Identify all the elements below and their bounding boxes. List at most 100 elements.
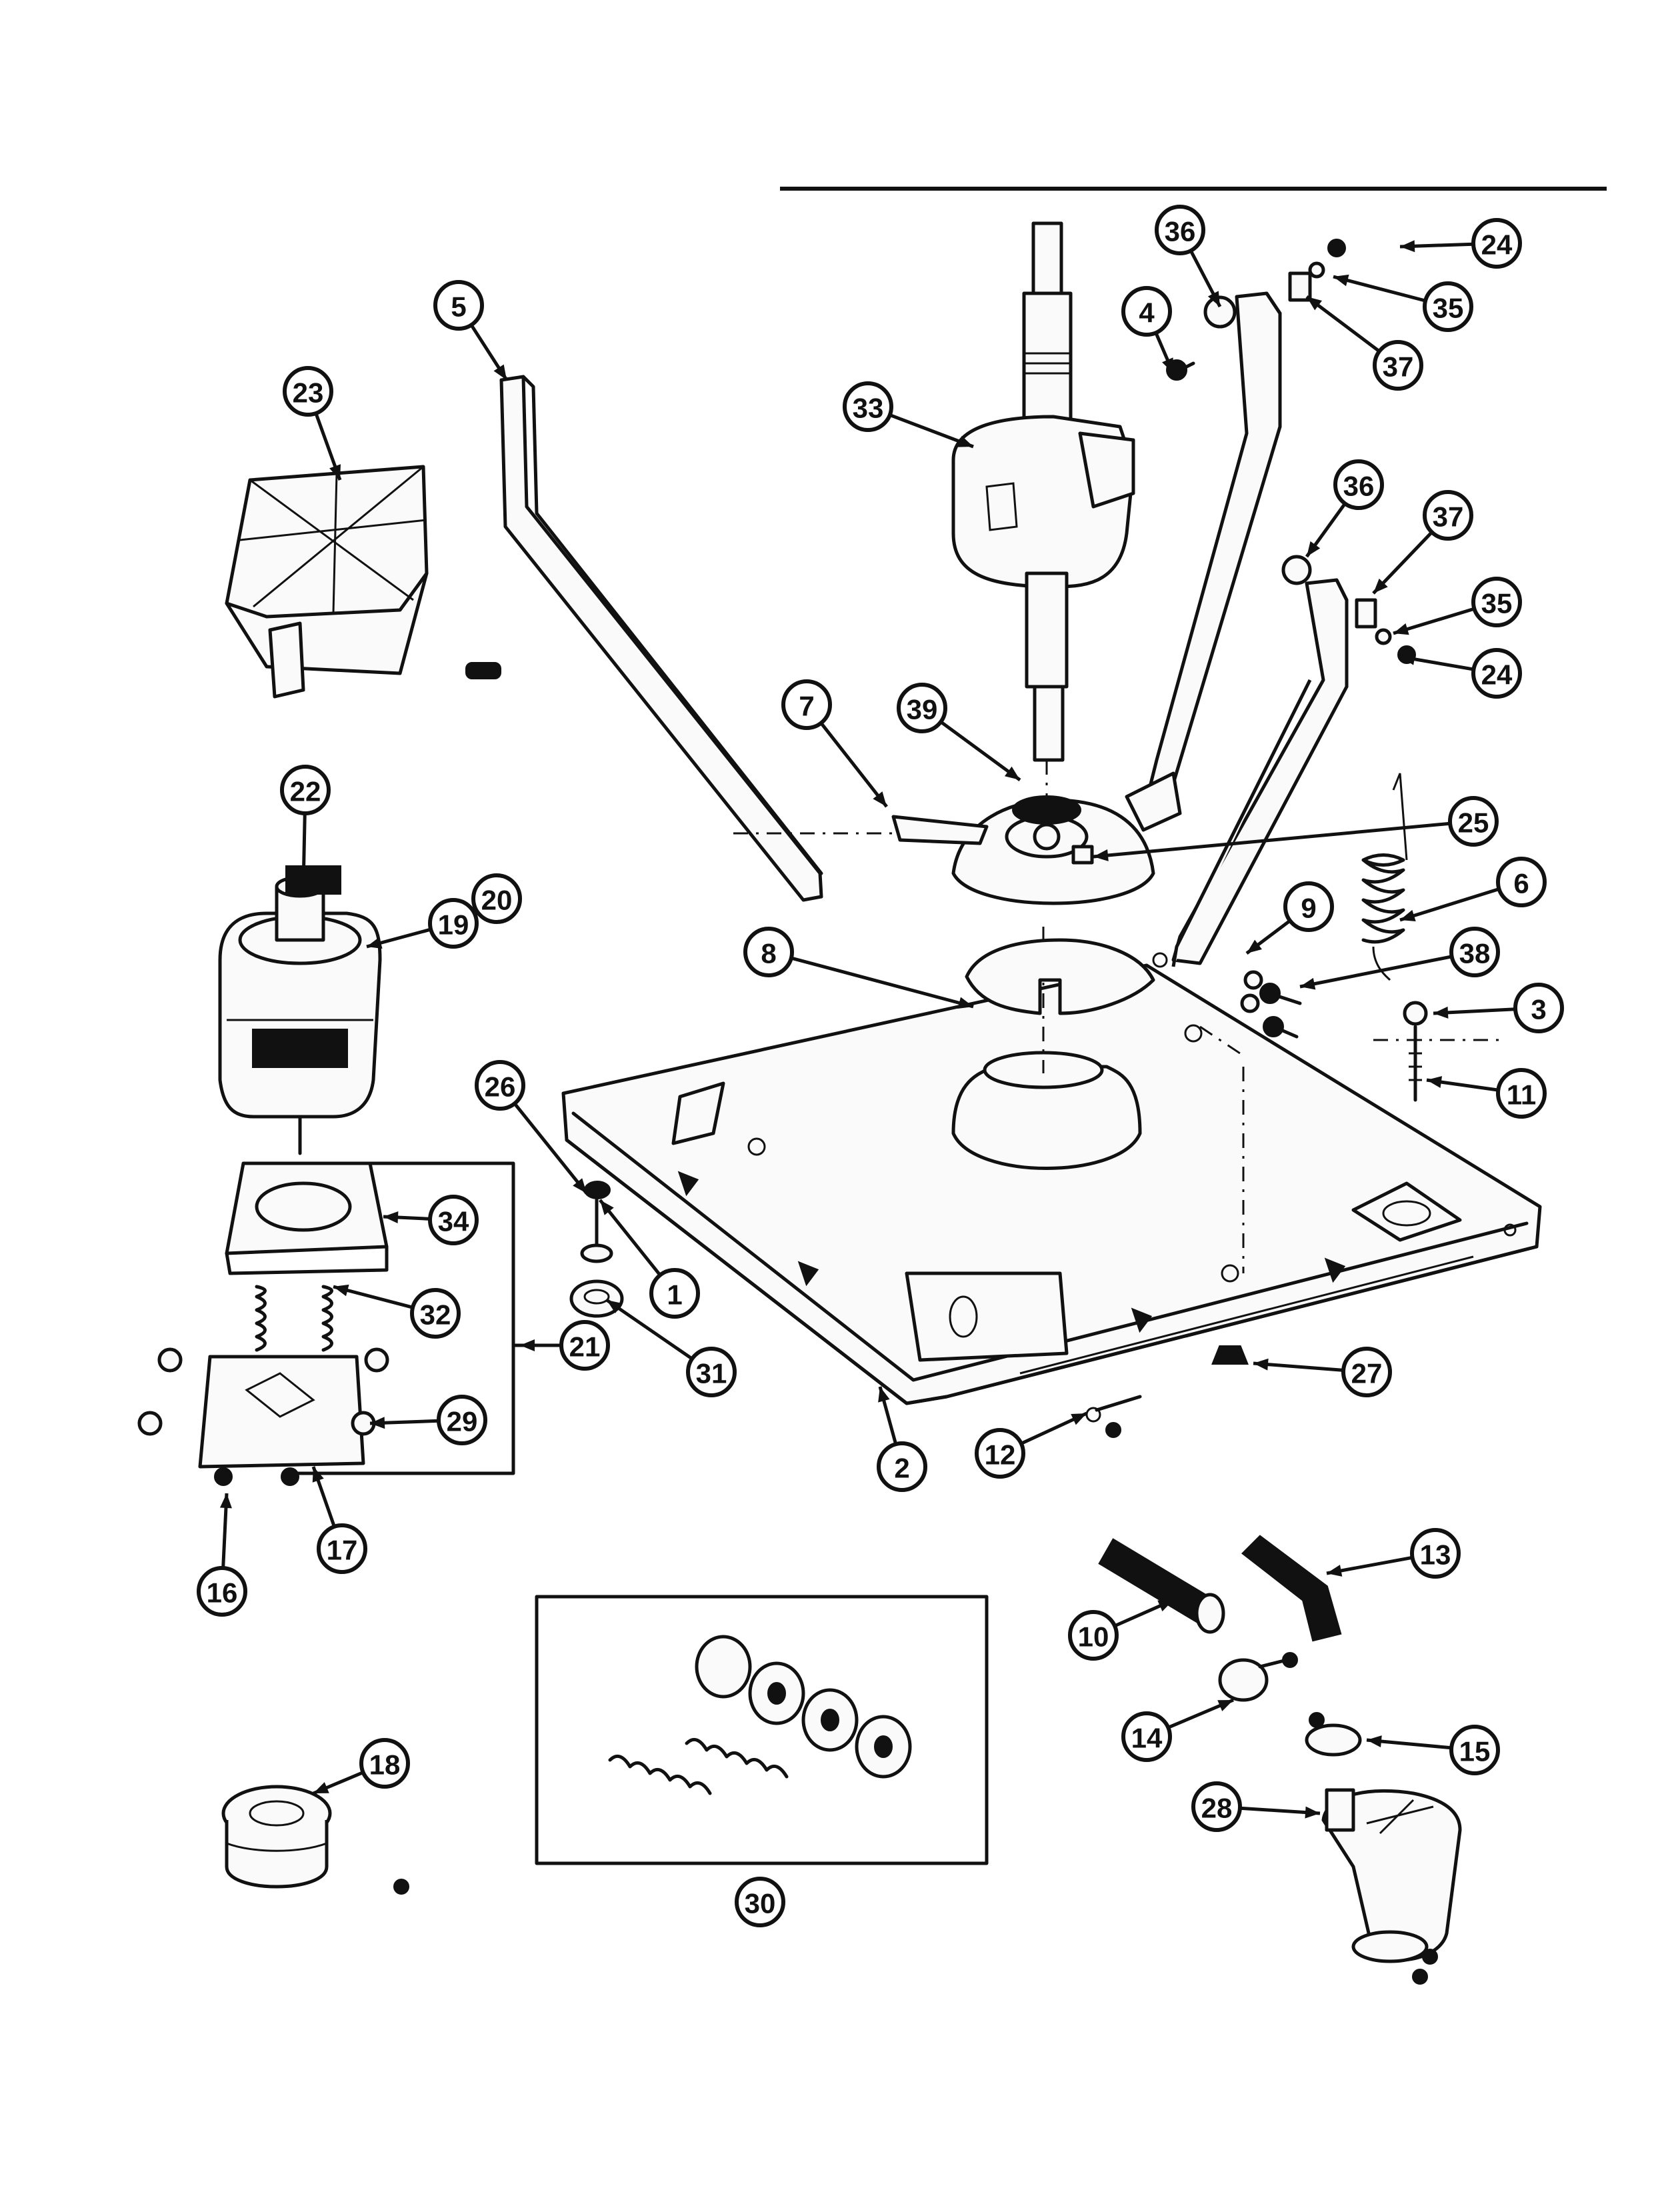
callout-33: 33 bbox=[843, 381, 893, 432]
callout-circle bbox=[1068, 1610, 1119, 1661]
callout-11: 11 bbox=[1496, 1068, 1547, 1119]
callout-circle bbox=[743, 927, 794, 977]
callout-number: 8 bbox=[761, 938, 776, 969]
callout-circle bbox=[1471, 577, 1522, 627]
callout-leader-7 bbox=[819, 721, 888, 808]
callout-26: 26 bbox=[475, 1060, 525, 1111]
callout-number: 18 bbox=[369, 1749, 401, 1781]
callout-circle bbox=[410, 1288, 461, 1339]
callout-number: 3 bbox=[1531, 994, 1546, 1025]
callout-36: 36 bbox=[1155, 205, 1205, 255]
callout-leader-31 bbox=[605, 1298, 693, 1361]
spring-bushing-kit bbox=[535, 1595, 989, 1865]
callout-number: 30 bbox=[745, 1888, 776, 1919]
callout-arrow-25 bbox=[1093, 849, 1109, 861]
callout-circle bbox=[428, 1195, 479, 1245]
callout-number: 26 bbox=[485, 1071, 516, 1103]
callout-circle bbox=[1121, 286, 1172, 337]
base-plate bbox=[561, 927, 1542, 1405]
callout-35: 35 bbox=[1423, 281, 1473, 332]
callout-circle bbox=[359, 1738, 410, 1789]
callout-circle bbox=[1410, 1528, 1461, 1579]
motor-cover bbox=[225, 465, 429, 699]
callout-arrow-26 bbox=[573, 1178, 587, 1193]
callout-circle bbox=[1513, 983, 1564, 1033]
hose-10 bbox=[1098, 1538, 1225, 1634]
callout-number: 12 bbox=[985, 1439, 1016, 1471]
callout-37: 37 bbox=[1423, 490, 1473, 541]
callout-number: 28 bbox=[1201, 1793, 1233, 1824]
callout-circle bbox=[1341, 1347, 1392, 1397]
drain-pump bbox=[1321, 1788, 1462, 1985]
callout-18: 18 bbox=[359, 1738, 410, 1789]
callout-number: 39 bbox=[907, 694, 938, 725]
callout-leader-6 bbox=[1399, 887, 1500, 922]
callout-15: 15 bbox=[1449, 1725, 1500, 1775]
callout-number: 22 bbox=[290, 776, 321, 807]
callout-32: 32 bbox=[410, 1288, 461, 1339]
callout-22: 22 bbox=[280, 765, 331, 815]
callout-31: 31 bbox=[686, 1347, 737, 1397]
callout-number: 36 bbox=[1165, 216, 1196, 247]
callout-16: 16 bbox=[197, 1566, 247, 1617]
callout-circle bbox=[1471, 648, 1522, 699]
callout-number: 7 bbox=[799, 691, 814, 722]
callout-number: 35 bbox=[1481, 588, 1513, 619]
callout-circle bbox=[877, 1441, 927, 1492]
callout-arrow-5 bbox=[493, 364, 507, 380]
callout-circle bbox=[317, 1523, 367, 1574]
callout-12: 12 bbox=[975, 1428, 1025, 1479]
callout-arrow-12 bbox=[1071, 1413, 1087, 1425]
callout-circle bbox=[1283, 881, 1334, 932]
callout-arrow-4 bbox=[1162, 357, 1173, 373]
callout-leader-37 bbox=[1305, 295, 1381, 353]
callout-4: 4 bbox=[1121, 286, 1172, 337]
callout-arrow-38 bbox=[1300, 977, 1316, 990]
callout-arrow-24 bbox=[1400, 653, 1416, 665]
callout-number: 24 bbox=[1481, 659, 1513, 691]
callout-34: 34 bbox=[428, 1195, 479, 1245]
callout-25: 25 bbox=[1448, 796, 1499, 847]
callout-arrow-19 bbox=[367, 937, 383, 949]
callout-leader-26 bbox=[513, 1102, 588, 1195]
callout-number: 4 bbox=[1139, 297, 1155, 329]
callout-number: 1 bbox=[667, 1279, 682, 1311]
clamp-14 bbox=[1218, 1652, 1298, 1702]
callout-9: 9 bbox=[1283, 881, 1334, 932]
callout-number: 23 bbox=[293, 377, 324, 409]
callout-arrow-9 bbox=[1247, 939, 1262, 953]
hardware bbox=[465, 239, 1416, 1438]
callout-arrow-24 bbox=[1400, 240, 1415, 253]
callout-circle bbox=[1496, 857, 1547, 907]
callout-28: 28 bbox=[1191, 1781, 1242, 1832]
callout-arrow-36 bbox=[1307, 541, 1321, 557]
callout-circle bbox=[1423, 490, 1473, 541]
callout-number: 15 bbox=[1459, 1736, 1491, 1767]
callout-number: 10 bbox=[1078, 1621, 1109, 1653]
callout-35: 35 bbox=[1471, 577, 1522, 627]
callout-arrow-18 bbox=[313, 1782, 329, 1793]
callout-number: 6 bbox=[1513, 868, 1529, 899]
callout-2: 2 bbox=[877, 1441, 927, 1492]
callout-20: 20 bbox=[471, 873, 522, 924]
callout-number: 31 bbox=[696, 1358, 727, 1389]
callout-circle bbox=[1449, 927, 1500, 977]
callout-number: 5 bbox=[451, 291, 466, 323]
callout-circle bbox=[1449, 1725, 1500, 1775]
motor-mount-assembly bbox=[137, 1161, 555, 1486]
callout-circle bbox=[283, 366, 333, 417]
callout-36: 36 bbox=[1333, 459, 1384, 510]
callout-6: 6 bbox=[1496, 857, 1547, 907]
callout-circle bbox=[428, 898, 479, 949]
callout-1: 1 bbox=[649, 1268, 700, 1319]
callout-leaders bbox=[219, 240, 1516, 1819]
callout-circle bbox=[897, 683, 947, 733]
callout-number: 33 bbox=[853, 393, 884, 424]
callout-23: 23 bbox=[283, 366, 333, 417]
callout-17: 17 bbox=[317, 1523, 367, 1574]
callout-leader-8 bbox=[791, 956, 974, 1009]
callout-arrow-2 bbox=[878, 1387, 890, 1403]
callout-30: 30 bbox=[735, 1877, 785, 1927]
